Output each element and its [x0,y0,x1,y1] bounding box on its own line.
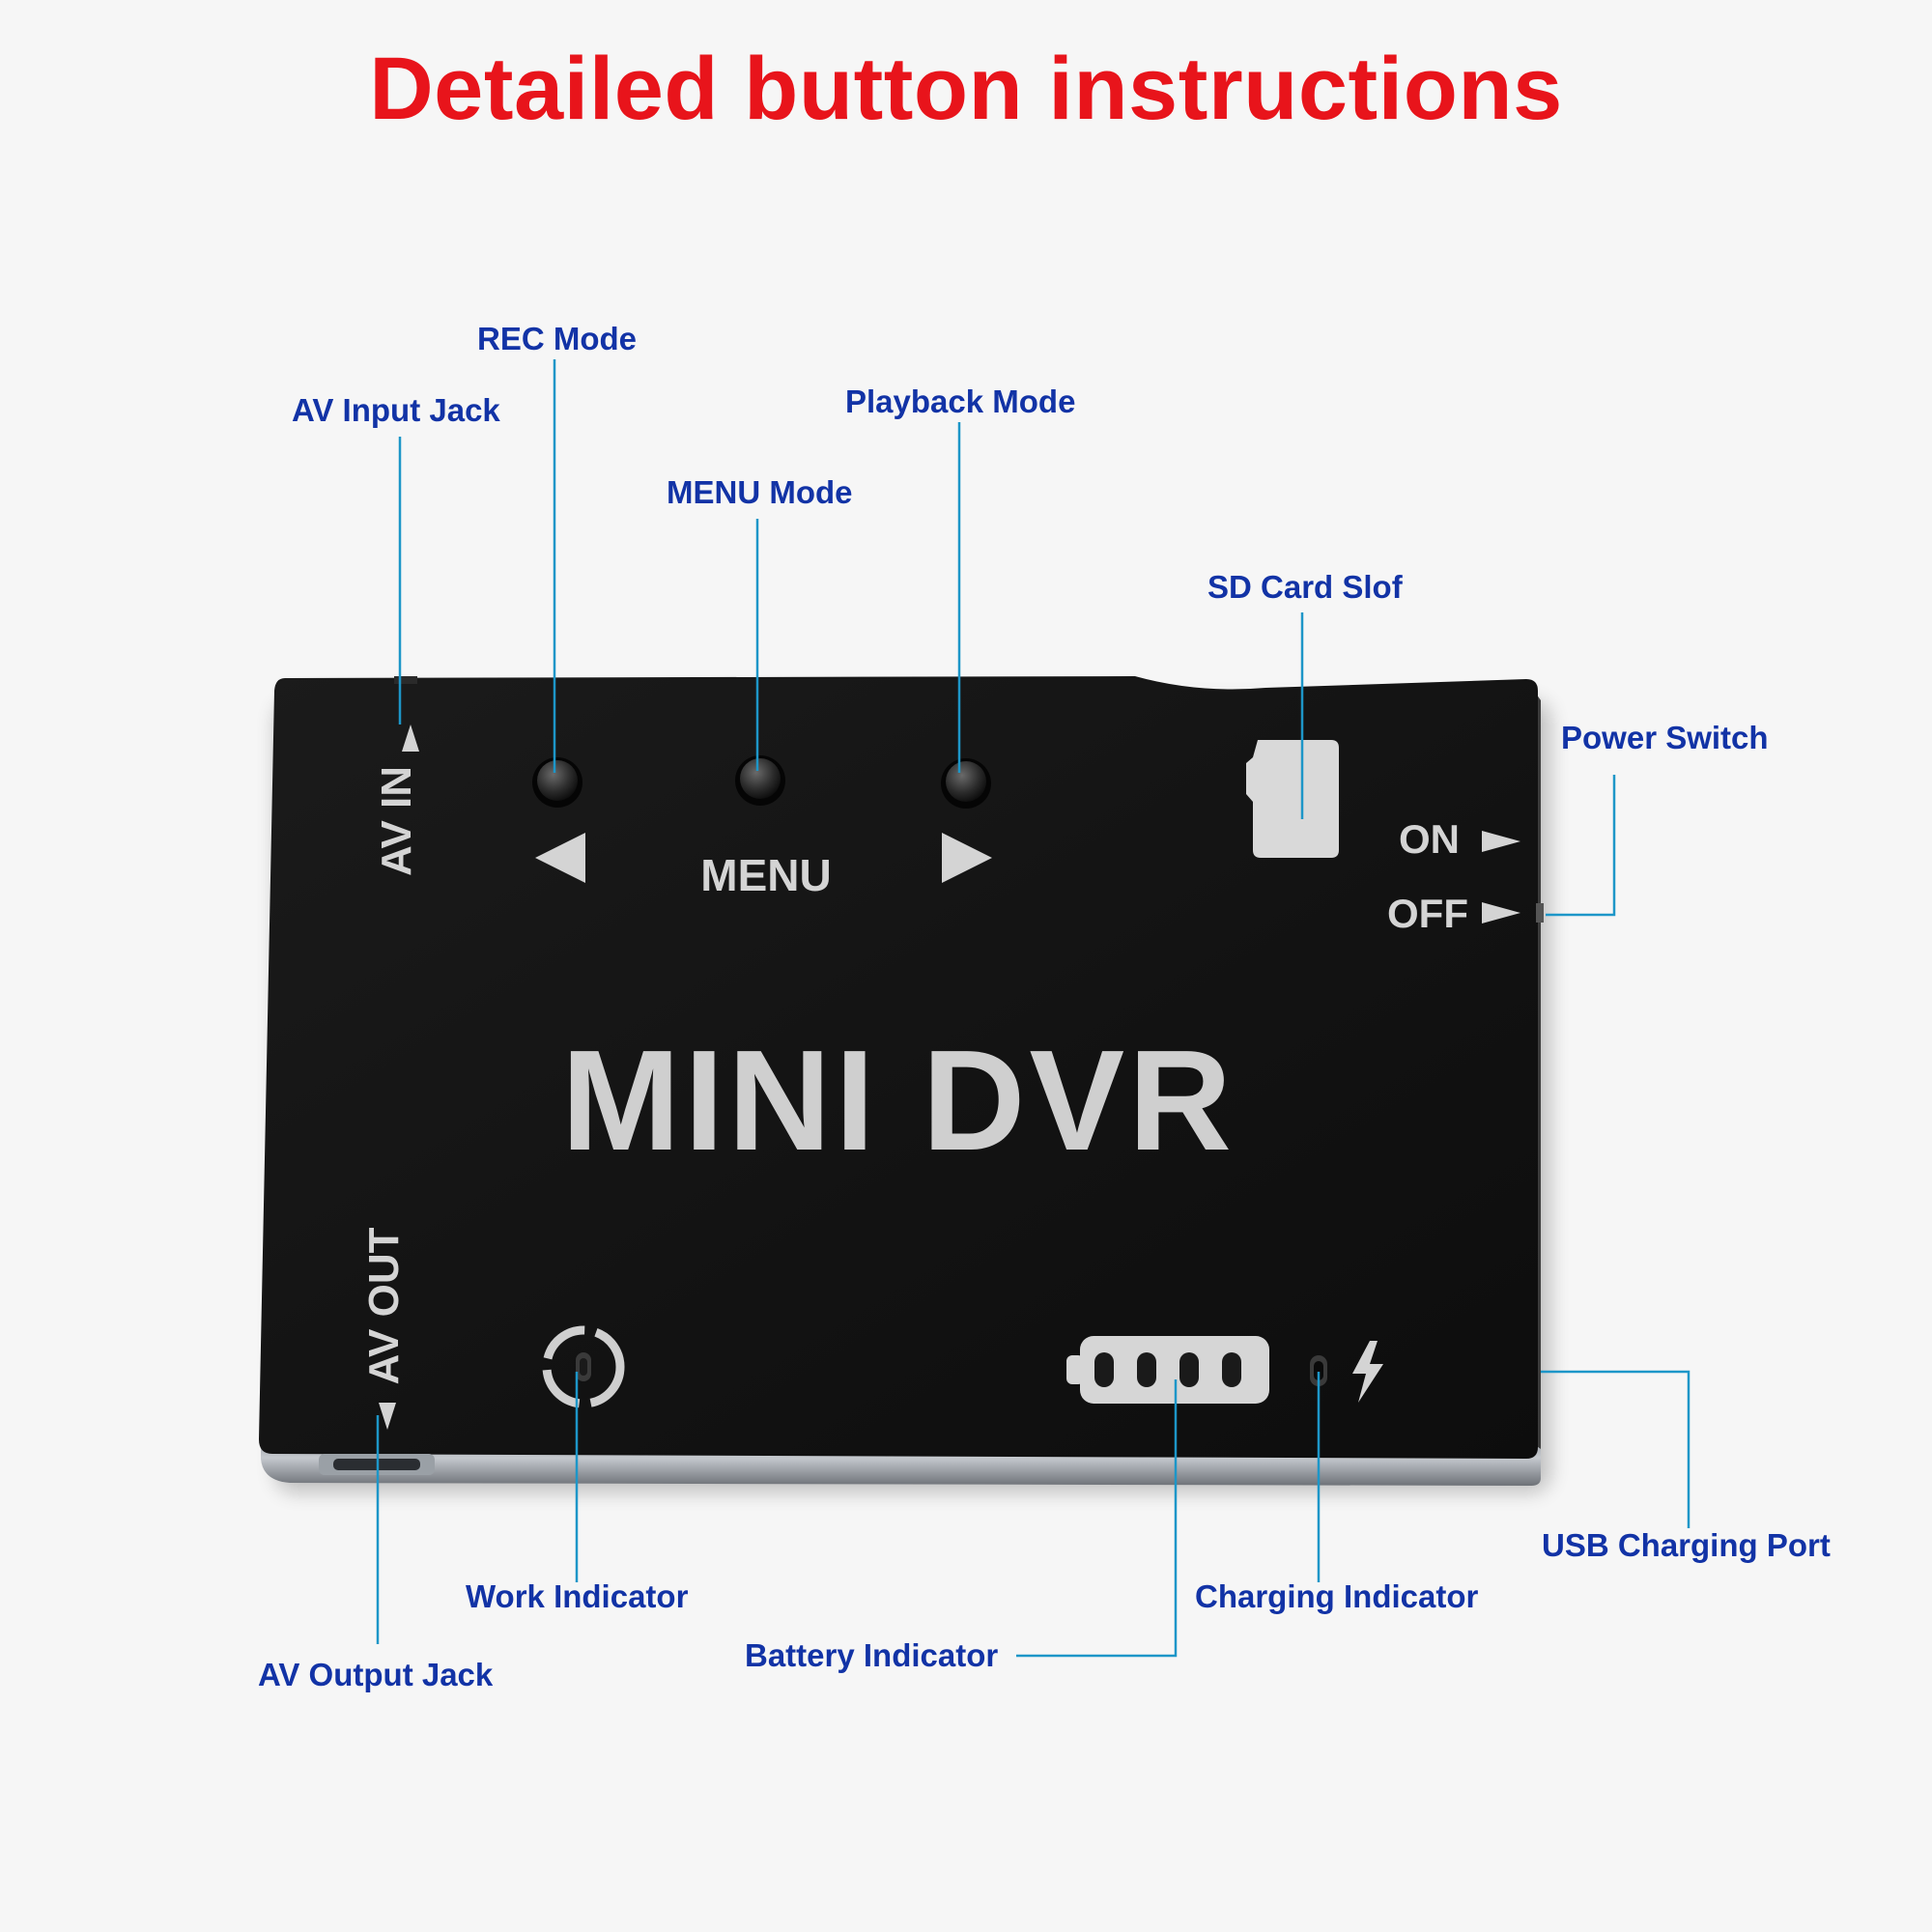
power-ring-icon [542,1325,625,1408]
sd-card-icon [1246,740,1339,858]
charging-led-hole [1314,1361,1323,1380]
leader-power-switch [1546,775,1616,917]
callout-battery-indicator: Battery Indicator [745,1637,999,1673]
on-print-label: ON [1399,816,1460,862]
right-triangle-icon [942,833,992,883]
av-in-port [394,676,417,684]
leader-lines [376,359,1690,1658]
leader-battery [1016,1379,1178,1658]
left-triangle-icon [535,833,585,883]
callout-sd-card-slot: SD Card Slof [1208,569,1403,605]
power-switch-nub [1536,903,1544,923]
callout-work-indicator: Work Indicator [466,1578,689,1614]
callout-menu-mode: MENU Mode [667,474,853,510]
av-in-print-label: AV IN [373,766,420,876]
menu-print-label: MENU [700,850,831,900]
off-print-label: OFF [1387,891,1468,936]
off-arrow-icon [1482,902,1520,923]
menu-button [735,755,785,806]
rec-button [532,757,582,808]
callout-usb-charging-port: USB Charging Port [1542,1527,1831,1563]
battery-bars-icon [1066,1336,1269,1404]
callout-playback-mode: Playback Mode [845,384,1076,419]
callout-av-output-jack: AV Output Jack [258,1657,494,1692]
av-out-print-label: AV OUT [360,1227,408,1384]
callout-av-input-jack: AV Input Jack [292,392,500,428]
av-in-arrow-icon [402,724,419,752]
av-out-arrow-icon [379,1403,396,1430]
on-arrow-icon [1482,831,1520,852]
playback-button [941,758,991,809]
callout-charging-indicator: Charging Indicator [1195,1578,1479,1614]
lightning-icon [1352,1341,1383,1403]
brand-text: MINI DVR [561,1021,1236,1180]
callout-rec-mode: REC Mode [477,321,637,356]
callout-power-switch: Power Switch [1561,720,1769,755]
page-title: Detailed button instructions [369,40,1563,138]
leader-usb [1541,1370,1690,1528]
